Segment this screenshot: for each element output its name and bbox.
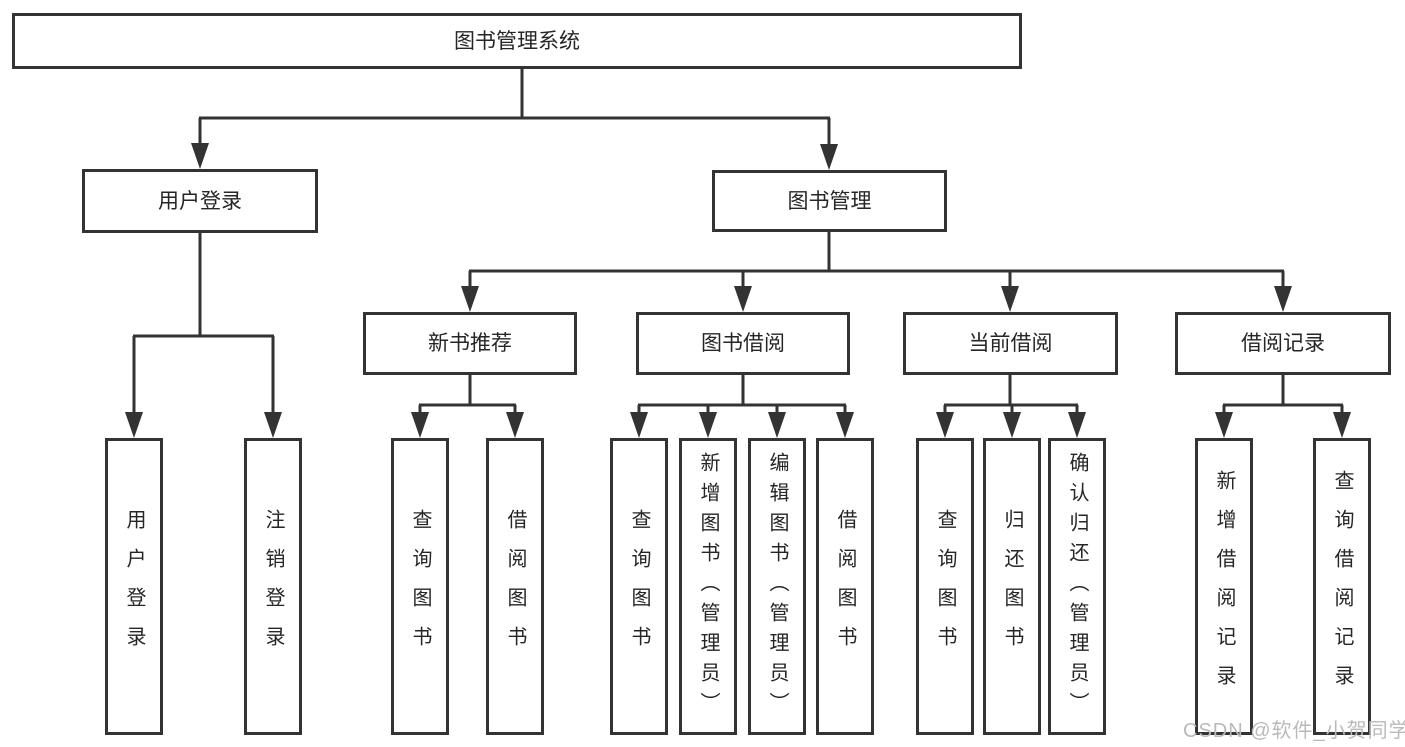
arrowhead-icon (191, 143, 209, 169)
arrowhead-icon (1003, 412, 1021, 438)
arrowhead-icon (936, 412, 954, 438)
node-label: 当前借阅 (968, 332, 1053, 355)
arrowhead-icon (1068, 412, 1086, 438)
watermark: CSDN @软件_小贺同学 (1183, 720, 1405, 742)
node-label: 查询图书 (409, 508, 431, 665)
node-leaf-query-books-1: 查询图书 (391, 438, 449, 735)
node-label: 查询图书 (628, 508, 650, 665)
node-user-login: 用户登录 (82, 169, 318, 233)
node-current-borrowing: 当前借阅 (903, 312, 1118, 375)
node-label: 图书管理 (787, 189, 872, 213)
node-label: 借阅图书 (834, 508, 856, 665)
node-leaf-query-books-2: 查询图书 (610, 438, 668, 735)
node-leaf-borrow-books-2: 借阅图书 (816, 438, 874, 735)
arrowhead-icon (699, 412, 717, 438)
node-label: 借阅图书 (504, 508, 526, 665)
arrowhead-icon (125, 412, 143, 438)
node-leaf-query-books-3: 查询图书 (916, 438, 974, 735)
node-book-borrowing: 图书借阅 (636, 312, 850, 375)
arrowhead-icon (411, 412, 429, 438)
arrowhead-icon (836, 412, 854, 438)
arrowhead-icon (768, 412, 786, 438)
arrowhead-icon (1215, 412, 1233, 438)
node-leaf-confirm-return-admin: 确认归还（管理员） (1048, 438, 1106, 735)
node-label: 查询图书 (934, 508, 956, 665)
node-leaf-user-login: 用户登录 (105, 438, 163, 735)
node-leaf-query-borrow-record: 查询借阅记录 (1313, 438, 1371, 735)
node-label: 用户登录 (123, 508, 145, 665)
node-borrowing-records: 借阅记录 (1175, 312, 1391, 375)
arrowhead-icon (1274, 286, 1292, 312)
node-label: 编辑图书（管理员） (766, 451, 788, 722)
node-label: 借阅记录 (1241, 332, 1325, 355)
node-label: 查询借阅记录 (1331, 469, 1353, 704)
node-label: 新书推荐 (428, 332, 512, 355)
arrowhead-icon (630, 412, 648, 438)
node-label: 新增图书（管理员） (697, 451, 719, 722)
node-label: 图书管理系统 (454, 29, 580, 53)
node-label: 新增借阅记录 (1213, 469, 1235, 704)
node-leaf-add-books-admin: 新增图书（管理员） (679, 438, 737, 735)
arrowhead-icon (734, 286, 752, 312)
node-label: 用户登录 (158, 189, 242, 213)
node-leaf-borrow-books-1: 借阅图书 (486, 438, 544, 735)
node-leaf-edit-books-admin: 编辑图书（管理员） (748, 438, 806, 735)
arrowhead-icon (820, 144, 838, 170)
node-label: 归还图书 (1001, 508, 1023, 665)
arrowhead-icon (264, 412, 282, 438)
node-label: 确认归还（管理员） (1066, 451, 1088, 722)
node-label: 注销登录 (262, 508, 284, 665)
node-label: 图书借阅 (701, 332, 785, 355)
arrowhead-icon (461, 286, 479, 312)
node-book-management: 图书管理 (712, 170, 947, 232)
arrowhead-icon (1333, 412, 1351, 438)
node-leaf-logout: 注销登录 (244, 438, 302, 735)
arrowhead-icon (1001, 286, 1019, 312)
node-leaf-add-borrow-record: 新增借阅记录 (1195, 438, 1253, 735)
node-leaf-return-books: 归还图书 (983, 438, 1041, 735)
node-new-book-recommend: 新书推荐 (363, 312, 577, 375)
node-library-system: 图书管理系统 (12, 13, 1022, 69)
arrowhead-icon (506, 412, 524, 438)
